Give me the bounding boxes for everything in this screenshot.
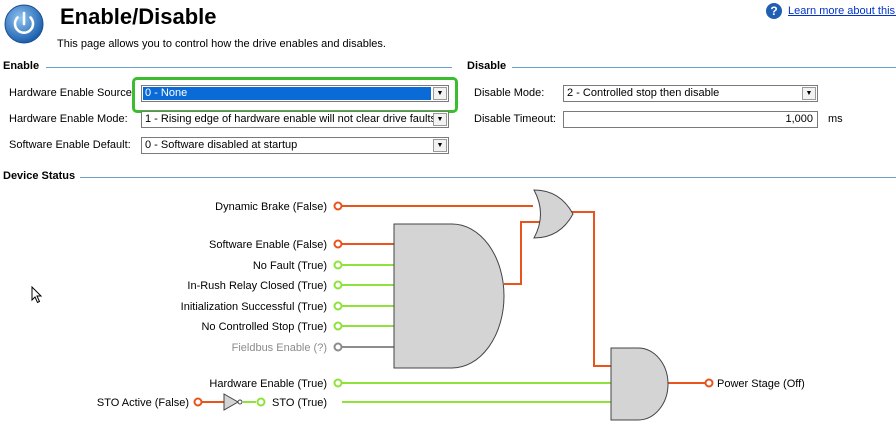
device-status-title: Device Status bbox=[3, 170, 76, 182]
sto-active-label: STO Active (False) bbox=[97, 397, 189, 409]
fieldbus-enable-label: Fieldbus Enable (?) bbox=[232, 342, 327, 354]
disable-mode-value: 2 - Controlled stop then disable bbox=[567, 87, 720, 99]
sto-active-node bbox=[193, 397, 203, 407]
or-gate bbox=[533, 189, 574, 239]
no-controlled-stop-node bbox=[333, 321, 343, 331]
hw-source-value: 0 - None bbox=[143, 87, 431, 100]
software-enable-node bbox=[333, 239, 343, 249]
sw-default-select[interactable]: 0 - Software disabled at startup ▼ bbox=[141, 137, 449, 154]
no-fault-label: No Fault (True) bbox=[253, 260, 327, 272]
enable-section-title: Enable bbox=[3, 60, 40, 72]
power-icon bbox=[4, 4, 44, 44]
software-enable-label: Software Enable (False) bbox=[209, 239, 327, 251]
page-title: Enable/Disable bbox=[60, 4, 217, 29]
dynamic-brake-node bbox=[333, 201, 343, 211]
page-subtitle: This page allows you to control how the … bbox=[57, 38, 386, 50]
disable-timeout-label: Disable Timeout: bbox=[474, 113, 556, 125]
chevron-down-icon[interactable]: ▼ bbox=[433, 87, 447, 100]
not-gate bbox=[223, 393, 240, 411]
and-gate-output bbox=[610, 347, 669, 421]
device-status-diagram: Dynamic Brake (False) Software Enable (F… bbox=[97, 189, 805, 421]
device-status-divider bbox=[80, 177, 896, 178]
sw-default-value: 0 - Software disabled at startup bbox=[145, 139, 298, 151]
hardware-enable-node bbox=[333, 378, 343, 388]
disable-mode-select[interactable]: 2 - Controlled stop then disable ▼ bbox=[563, 85, 818, 102]
sw-default-label: Software Enable Default: bbox=[9, 139, 131, 151]
inrush-relay-node bbox=[333, 280, 343, 290]
power-stage-label: Power Stage (Off) bbox=[717, 378, 805, 390]
disable-timeout-value: 1,000 bbox=[785, 113, 813, 125]
disable-section-divider bbox=[512, 67, 896, 68]
help-link[interactable]: ? Learn more about this t bbox=[766, 3, 896, 19]
help-link-text[interactable]: Learn more about this t bbox=[788, 5, 896, 17]
sto-label: STO (True) bbox=[272, 397, 327, 409]
fieldbus-enable-node bbox=[333, 342, 343, 352]
enable-section-divider bbox=[46, 67, 452, 68]
inrush-relay-label: In-Rush Relay Closed (True) bbox=[187, 280, 327, 292]
chevron-down-icon[interactable]: ▼ bbox=[433, 139, 447, 152]
no-fault-node bbox=[333, 260, 343, 270]
sto-node bbox=[256, 397, 266, 407]
dynamic-brake-label: Dynamic Brake (False) bbox=[215, 201, 327, 213]
chevron-down-icon[interactable]: ▼ bbox=[802, 87, 816, 100]
help-icon[interactable]: ? bbox=[766, 3, 782, 19]
init-successful-label: Initialization Successful (True) bbox=[181, 301, 327, 313]
hardware-enable-label: Hardware Enable (True) bbox=[209, 378, 327, 390]
disable-mode-label: Disable Mode: bbox=[474, 87, 545, 99]
chevron-down-icon[interactable]: ▼ bbox=[433, 113, 447, 126]
disable-section-title: Disable bbox=[467, 60, 507, 72]
and-gate-main bbox=[393, 223, 505, 369]
mouse-cursor-icon bbox=[31, 285, 43, 307]
disable-timeout-input[interactable]: 1,000 bbox=[563, 111, 818, 128]
hw-mode-value: 1 - Rising edge of hardware enable will … bbox=[145, 113, 437, 125]
hw-mode-select[interactable]: 1 - Rising edge of hardware enable will … bbox=[141, 111, 449, 128]
power-stage-node bbox=[704, 378, 714, 388]
hw-mode-label: Hardware Enable Mode: bbox=[9, 113, 128, 125]
no-controlled-stop-label: No Controlled Stop (True) bbox=[201, 321, 327, 333]
disable-timeout-unit: ms bbox=[828, 113, 843, 125]
init-successful-node bbox=[333, 301, 343, 311]
hw-source-label: Hardware Enable Source: bbox=[9, 87, 135, 99]
hw-source-select[interactable]: 0 - None ▼ bbox=[141, 85, 449, 102]
